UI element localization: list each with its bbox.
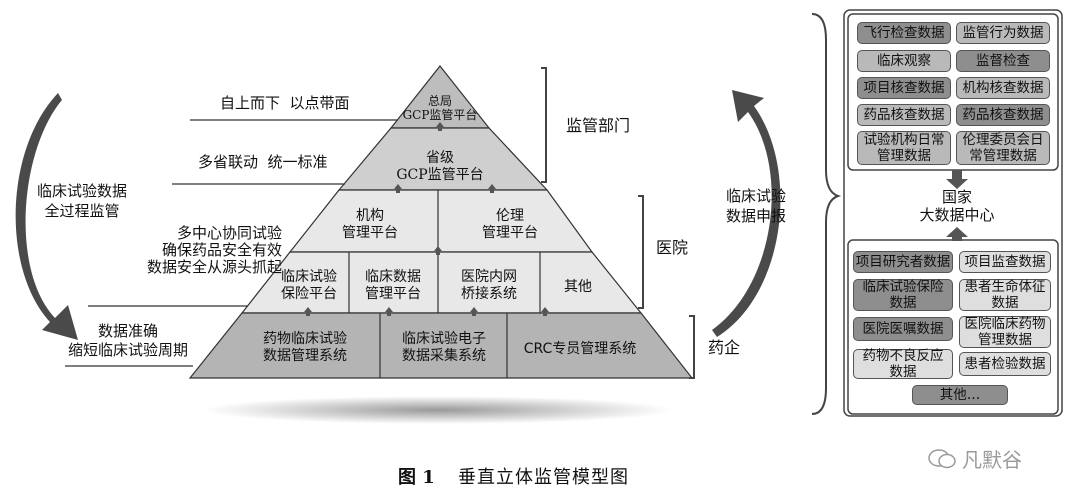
drug-verification-data-2: 药品核查数据 — [956, 104, 1050, 126]
accuracy-label: 数据准确 缩短临床试验周期 — [67, 322, 188, 359]
up-arrow-icon — [488, 184, 496, 193]
curly-brace — [811, 13, 842, 415]
right-curved-arrow — [712, 90, 781, 337]
drug-dms-label: 药物临床试验 数据管理系统 — [263, 331, 347, 364]
regulator-label: 监管部门 — [566, 116, 631, 135]
flight-inspection-data: 飞行检查数据 — [857, 22, 951, 44]
figure-number: 图 1 — [398, 467, 435, 488]
hospital-label: 医院 — [656, 238, 689, 257]
institution-verification-data: 机构核查数据 — [956, 77, 1050, 99]
up-arrow-icon — [436, 122, 444, 131]
patient-test-data: 患者检验数据 — [959, 352, 1051, 376]
hospital-bridge-label: 医院内网 桥接系统 — [461, 269, 517, 302]
up-arrow-icon — [434, 246, 442, 255]
provincial-tier-label: 省级 GCP监管平台 — [396, 150, 484, 183]
clinical-observation: 临床观察 — [857, 50, 951, 72]
bottom-other: 其他… — [912, 385, 1008, 405]
bracket-hospital — [638, 195, 644, 309]
ethics-committee-daily-data: 伦理委员会日 常管理数据 — [956, 131, 1050, 165]
ethics-platform-label: 伦理 管理平台 — [482, 208, 538, 241]
project-verification-data: 项目核查数据 — [857, 77, 951, 99]
clinical-drug-mgmt-data: 医院临床药物 管理数据 — [959, 316, 1051, 348]
edc-label: 临床试验电子 数据采集系统 — [402, 331, 486, 364]
pyramid-shadow — [203, 396, 673, 424]
watermark: 凡默谷 — [928, 444, 1022, 473]
bracket-pharma — [689, 315, 695, 379]
down-arrow-icon — [946, 170, 968, 189]
top-down-label: 自上而下 以点带面 — [220, 94, 350, 112]
up-arrow-icon — [470, 307, 478, 316]
monitoring-data: 项目监查数据 — [959, 251, 1051, 273]
regulatory-behavior-data: 监管行为数据 — [956, 22, 1050, 44]
watermark-text: 凡默谷 — [962, 448, 1022, 472]
national-big-data-center: 国家 大数据中心 — [919, 188, 995, 224]
drug-verification-data-1: 药品核查数据 — [857, 104, 951, 126]
insurance-platform-label: 临床试验 保险平台 — [281, 269, 337, 302]
vital-signs-data: 患者生命体征 数据 — [959, 279, 1051, 311]
wechat-icon — [928, 448, 956, 468]
institution-daily-data: 试验机构日常 管理数据 — [857, 131, 951, 165]
outer-panel-frame — [843, 9, 1063, 417]
up-arrow-icon — [394, 184, 402, 193]
left-curved-arrow — [15, 93, 78, 340]
multi-center-label: 多中心协同试验 确保药品安全有效 数据安全从源头抓起 — [146, 224, 282, 276]
trial-insurance-data: 临床试验保险 数据 — [853, 279, 953, 311]
data-mgmt-platform-label: 临床数据 管理平台 — [365, 269, 421, 302]
hospital-order-data: 医院医嘱数据 — [853, 317, 953, 341]
up-arrow-icon — [304, 307, 312, 316]
up-arrow-icon — [541, 307, 549, 316]
pharma-label: 药企 — [708, 338, 741, 357]
multi-province-label: 多省联动 统一标准 — [198, 153, 328, 171]
up-arrows — [304, 122, 549, 316]
other-platform-label: 其他 — [564, 279, 592, 295]
bracket-regulator — [541, 67, 547, 183]
up-arrow-icon — [946, 227, 968, 241]
investigator-data: 项目研究者数据 — [853, 251, 953, 273]
supervision-inspection: 监督检查 — [956, 50, 1050, 72]
figure-caption: 垂直立体监管模型图 — [458, 467, 629, 488]
whole-process-label: 临床试验数据 全过程监管 — [36, 182, 127, 220]
adverse-reaction-data: 药物不良反应 数据 — [853, 348, 953, 380]
up-arrow-icon — [385, 307, 393, 316]
data-report-label: 临床试验 数据申报 — [725, 187, 786, 225]
institution-platform-label: 机构 管理平台 — [342, 208, 398, 241]
top-tier-label: 总局 GCP监管平台 — [402, 94, 478, 122]
crc-label: CRC专员管理系统 — [523, 341, 637, 357]
